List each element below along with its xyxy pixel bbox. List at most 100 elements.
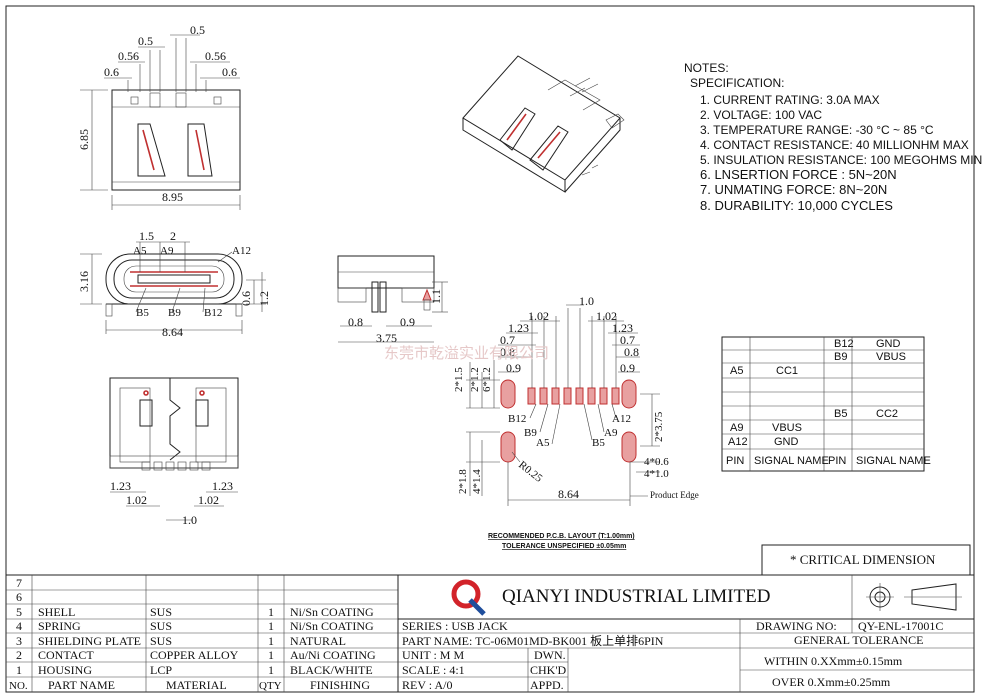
projection-symbol-icon xyxy=(866,583,962,611)
pin-cell: CC1 xyxy=(776,365,798,377)
top-height-dim: 6.85 xyxy=(77,129,91,150)
note-item: 8. DURABILITY: 10,000 CYCLES xyxy=(700,198,893,213)
pin-header: SIGNAL NAME xyxy=(754,455,829,467)
pcb-dim-2x375: 2*3.75 xyxy=(653,411,665,442)
dim-2: 2 xyxy=(170,229,176,243)
pcb-pin-a5: A5 xyxy=(536,437,550,449)
side-dim-09: 0.9 xyxy=(400,315,415,329)
pin-b12-label: B12 xyxy=(204,307,222,319)
pin-cell: A9 xyxy=(730,422,743,434)
bom-header-material: MATERIAL xyxy=(166,678,227,692)
bom-finish: Ni/Sn COATING xyxy=(290,619,374,633)
front-width-dim: 8.64 xyxy=(162,325,183,339)
unit-field: UNIT : M M xyxy=(402,648,464,662)
critical-dimension-note: * CRITICAL DIMENSION xyxy=(790,552,936,567)
bom-material: SUS xyxy=(150,619,172,633)
bom-no: 4 xyxy=(16,619,22,633)
appd-field: APPD. xyxy=(530,678,564,692)
notes-subheading: SPECIFICATION: xyxy=(690,76,784,90)
note-item: 2. VOLTAGE: 100 VAC xyxy=(700,108,822,122)
pin-cell: VBUS xyxy=(876,351,906,363)
pin-cell: GND xyxy=(774,436,799,448)
bom-qty: 1 xyxy=(268,663,274,677)
pcb-dim-2x15: 2*1.5 xyxy=(453,367,465,392)
pcb-caption-tolerance: TOLERANCE UNSPECIFIED ±0.05mm xyxy=(502,543,626,550)
pcb-dim-4x14: 4*1.4 xyxy=(471,469,483,494)
dim-15: 1.5 xyxy=(139,229,154,243)
pcb-width-dim: 8.64 xyxy=(558,487,579,501)
pcb-pin-b9: B9 xyxy=(524,427,537,439)
bom-material: SUS xyxy=(150,605,172,619)
bom-part: SHIELDING PLATE xyxy=(38,634,141,648)
bottom-dim-123b: 1.23 xyxy=(212,479,233,493)
company-logo xyxy=(451,579,486,616)
pin-cell: CC2 xyxy=(876,408,898,420)
dwn-field: DWN. xyxy=(534,648,566,662)
dim-06b: 0.6 xyxy=(222,65,237,79)
pin-header: PIN xyxy=(828,455,846,467)
note-item: 3. TEMPERATURE RANGE: -30 °C ~ 85 °C xyxy=(700,123,934,137)
pcb-dim-4x06: 4*0.6 xyxy=(644,456,669,468)
dim-056b: 0.56 xyxy=(205,49,226,63)
pcb-dim-2x18: 2*1.8 xyxy=(457,469,469,494)
pcb-pin-b12: B12 xyxy=(508,413,526,425)
bom-finish: Au/Ni COATING xyxy=(290,648,376,662)
pin-cell: A12 xyxy=(728,436,748,448)
sheet-border xyxy=(5,5,975,693)
bom-no: 3 xyxy=(16,634,22,648)
chkd-field: CHK'D xyxy=(530,663,566,677)
bom-header-finish: FINISHING xyxy=(310,678,370,692)
pin-table: B12 GND B9 VBUS A5 CC1 B5 CC2 A9 VBUS A1… xyxy=(721,336,931,472)
pcb-dim-2x12: 2*1.2 xyxy=(469,367,481,392)
pcb-dim-10: 1.0 xyxy=(579,294,594,308)
pin-cell: GND xyxy=(876,338,901,350)
note-item: 1. CURRENT RATING: 3.0A MAX xyxy=(700,93,880,107)
pin-b5-label: B5 xyxy=(136,307,149,319)
pin-header: PIN xyxy=(726,455,744,467)
pin-a12-label: A12 xyxy=(232,245,251,257)
bom-qty: 1 xyxy=(268,605,274,619)
rev-field: REV : A/0 xyxy=(402,678,452,692)
pcb-dim-08a: 0.8 xyxy=(500,345,515,359)
pcb-dim-123a: 1.23 xyxy=(508,321,529,335)
scale-field: SCALE : 4:1 xyxy=(402,663,465,677)
tolerance-over: OVER 0.Xmm±0.25mm xyxy=(772,675,891,689)
pin-a5-label: A5 xyxy=(133,245,147,257)
top-width-dim: 8.95 xyxy=(162,190,183,204)
pcb-dim-123b: 1.23 xyxy=(612,321,633,335)
bom-header-no: NO. xyxy=(9,680,28,692)
bom-material: LCP xyxy=(150,663,172,677)
side-view: 1.1 0.8 0.9 3.75 xyxy=(337,255,448,345)
bom-part: CONTACT xyxy=(38,648,94,662)
pcb-dim-6x12: 6*1.2 xyxy=(481,367,493,392)
title-block: QIANYI INDUSTRIAL LIMITED SERIES : USB J… xyxy=(398,574,974,692)
side-dim-08: 0.8 xyxy=(348,315,363,329)
iso-view xyxy=(462,55,625,193)
general-tolerance-label: GENERAL TOLERANCE xyxy=(794,633,923,647)
bom-qty: 1 xyxy=(268,634,274,648)
pcb-caption-title: RECOMMENDED P.C.B. LAYOUT (T:1.00mm) xyxy=(488,533,635,540)
bom-finish: NATURAL xyxy=(290,634,346,648)
drawing-no-value: QY-ENL-17001C xyxy=(858,619,943,633)
pin-cell: B12 xyxy=(834,338,854,350)
dim-06a: 0.6 xyxy=(104,65,119,79)
dim-056a: 0.56 xyxy=(118,49,139,63)
bom-finish: Ni/Sn COATING xyxy=(290,605,374,619)
bom-no: 7 xyxy=(16,576,22,590)
bottom-view: 1.23 1.23 1.02 1.02 1.0 xyxy=(109,377,239,527)
bom-qty: 1 xyxy=(268,648,274,662)
drawing-no-label: DRAWING NO: xyxy=(756,619,837,633)
bom-qty: 1 xyxy=(268,619,274,633)
bom-no: 6 xyxy=(16,590,22,604)
tolerance-within: WITHIN 0.XXmm±0.15mm xyxy=(764,654,903,668)
product-edge-label: Product Edge xyxy=(650,490,699,500)
bom-no: 1 xyxy=(16,663,22,677)
pcb-dim-102b: 1.02 xyxy=(596,309,617,323)
bom-table: 7 6 5 SHELL SUS 1 Ni/Sn COATING 4 SPRING… xyxy=(6,574,399,692)
dim-05b: 0.5 xyxy=(190,23,205,37)
pin-cell: B5 xyxy=(834,408,847,420)
front-height-dim: 3.16 xyxy=(77,271,91,292)
pcb-pin-a9: A9 xyxy=(604,427,618,439)
pcb-dim-4x10: 4*1.0 xyxy=(644,468,669,480)
